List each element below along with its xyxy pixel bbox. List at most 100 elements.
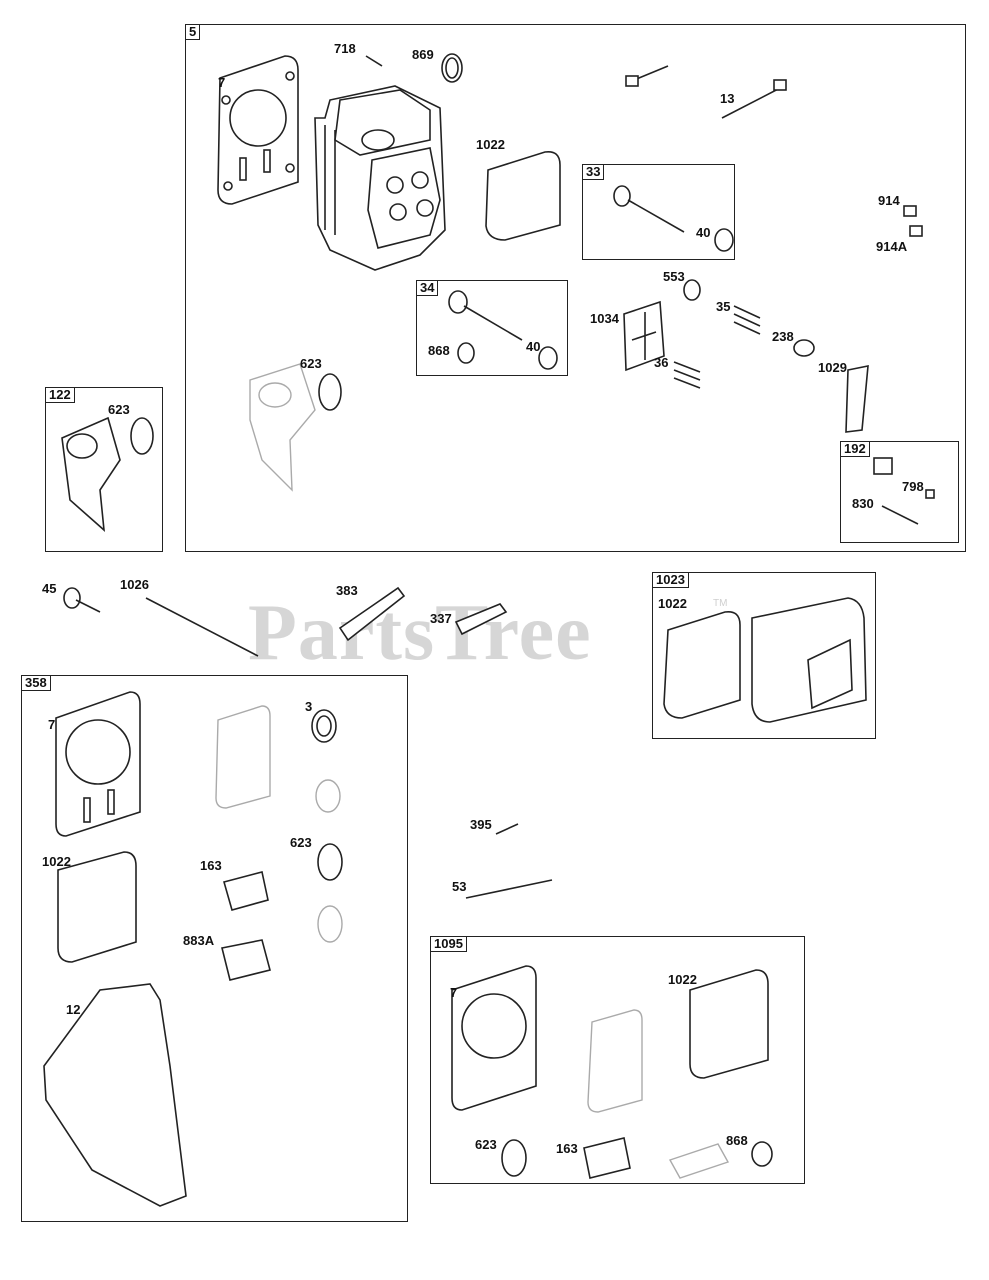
- part-label-798: 798: [902, 479, 924, 494]
- part-label-1022-1095: 1022: [668, 972, 697, 987]
- part-label-623-5: 623: [300, 356, 322, 371]
- part-label-623-1095: 623: [475, 1137, 497, 1152]
- part-383-drawing: [338, 586, 406, 642]
- fitting-192-drawing: [873, 457, 935, 525]
- part-label-869: 869: [412, 47, 434, 62]
- group-33: 33: [582, 164, 735, 260]
- watermark-trademark: TM: [713, 598, 728, 609]
- seal-868-drawing: [457, 342, 475, 364]
- part-label-36: 36: [654, 355, 669, 370]
- seal-358-gray-drawing: [315, 779, 341, 813]
- gasket-1022-1095-drawing: [689, 969, 769, 1079]
- group-5: 5: [185, 24, 966, 552]
- part-1029-drawing: [845, 365, 869, 433]
- cylinder-head-drawing: [314, 85, 446, 271]
- bolt-13-drawing: [721, 79, 787, 119]
- group-358-tag: 358: [21, 675, 51, 691]
- rocker-gasket-drawing: [485, 150, 561, 241]
- part-label-914: 914: [878, 193, 900, 208]
- group-1095: 1095: [430, 936, 805, 1184]
- pin-395-drawing: [495, 823, 519, 835]
- part-label-718: 718: [334, 41, 356, 56]
- part-label-40-33: 40: [696, 225, 711, 240]
- part-45-drawing: [63, 587, 101, 613]
- intake-122-drawing: [61, 416, 154, 532]
- plate-1034-drawing: [623, 300, 665, 372]
- pin-718-drawing: [365, 55, 383, 67]
- part-label-45: 45: [42, 581, 57, 596]
- pushrod-1026-drawing: [145, 597, 259, 657]
- part-label-883a: 883A: [183, 933, 215, 948]
- part-label-395: 395: [470, 817, 492, 832]
- washer-553-drawing: [683, 279, 701, 301]
- head-gasket-drawing: [217, 55, 299, 205]
- valve-34-drawing: [448, 290, 523, 341]
- part-label-7-1095: 7: [450, 985, 458, 1000]
- bolt-small-drawing: [625, 65, 669, 87]
- part-label-830: 830: [852, 496, 874, 511]
- group-1023: 1023: [652, 572, 876, 739]
- ring-623-1095-drawing: [501, 1139, 527, 1177]
- part-label-623-122: 623: [108, 402, 130, 417]
- part-label-13: 13: [720, 91, 735, 106]
- group-122: 122: [45, 387, 163, 552]
- group-122-tag: 122: [45, 387, 75, 403]
- part-label-1022-top: 1022: [476, 137, 505, 152]
- group-1023-tag: 1023: [652, 572, 689, 588]
- group-34-tag: 34: [416, 280, 439, 296]
- group-5-tag: 5: [185, 24, 201, 40]
- part-label-1022-358: 1022: [42, 854, 71, 869]
- shaft-53-drawing: [465, 879, 553, 899]
- watermark: PartsTree: [248, 589, 592, 677]
- part-label-868-1095: 868: [726, 1133, 748, 1148]
- ring-623-358-drawing: [317, 843, 343, 881]
- part-label-1029: 1029: [818, 360, 847, 375]
- part-label-163-1095: 163: [556, 1141, 578, 1156]
- intake-623-drawing: [249, 363, 342, 492]
- ring-358-gray-drawing: [317, 905, 343, 943]
- seal-869-drawing: [441, 53, 463, 83]
- part-label-553: 553: [663, 269, 685, 284]
- group-34: 34: [416, 280, 568, 376]
- fitting-914a-drawing: [909, 225, 923, 237]
- group-192: 192: [840, 441, 959, 543]
- spring-35-drawing: [733, 305, 761, 335]
- part-label-53: 53: [452, 879, 467, 894]
- part-label-7-358: 7: [48, 717, 56, 732]
- group-192-tag: 192: [840, 441, 870, 457]
- gasket-358-gray-drawing: [215, 705, 271, 809]
- part-label-7-top: 7: [218, 75, 226, 90]
- part-label-337: 337: [430, 611, 452, 626]
- cover-1023-drawing: [663, 597, 867, 723]
- seal-868-1095-drawing: [751, 1141, 773, 1167]
- gasket-1022-358-drawing: [57, 851, 137, 963]
- part-label-383: 383: [336, 583, 358, 598]
- part-label-40-34: 40: [526, 339, 541, 354]
- part-label-623-358: 623: [290, 835, 312, 850]
- group-358: 358: [21, 675, 408, 1222]
- group-1095-tag: 1095: [430, 936, 467, 952]
- part-label-1022-1023: 1022: [658, 596, 687, 611]
- gasket-1095-gray-drawing: [587, 1009, 643, 1113]
- part-label-238: 238: [772, 329, 794, 344]
- valve-33-drawing: [613, 185, 685, 233]
- gasket-163-358-drawing: [223, 871, 269, 911]
- part-label-163-358: 163: [200, 858, 222, 873]
- gasket-1095-7-drawing: [451, 965, 537, 1111]
- group-33-tag: 33: [582, 164, 605, 180]
- seal-3-drawing: [311, 709, 337, 743]
- part-label-1034: 1034: [590, 311, 619, 326]
- gasket-12-drawing: [43, 983, 187, 1207]
- spring-36-drawing: [673, 361, 701, 389]
- cap-238-drawing: [793, 339, 815, 357]
- fitting-914-drawing: [903, 205, 917, 217]
- gasket-163-1095-drawing: [583, 1137, 631, 1179]
- gasket-358-7-drawing: [55, 691, 141, 837]
- spark-plug-337-drawing: [454, 603, 508, 636]
- part-label-12: 12: [66, 1002, 81, 1017]
- retainer-40b-drawing: [538, 346, 558, 370]
- part-label-868-34: 868: [428, 343, 450, 358]
- part-label-914a: 914A: [876, 239, 908, 254]
